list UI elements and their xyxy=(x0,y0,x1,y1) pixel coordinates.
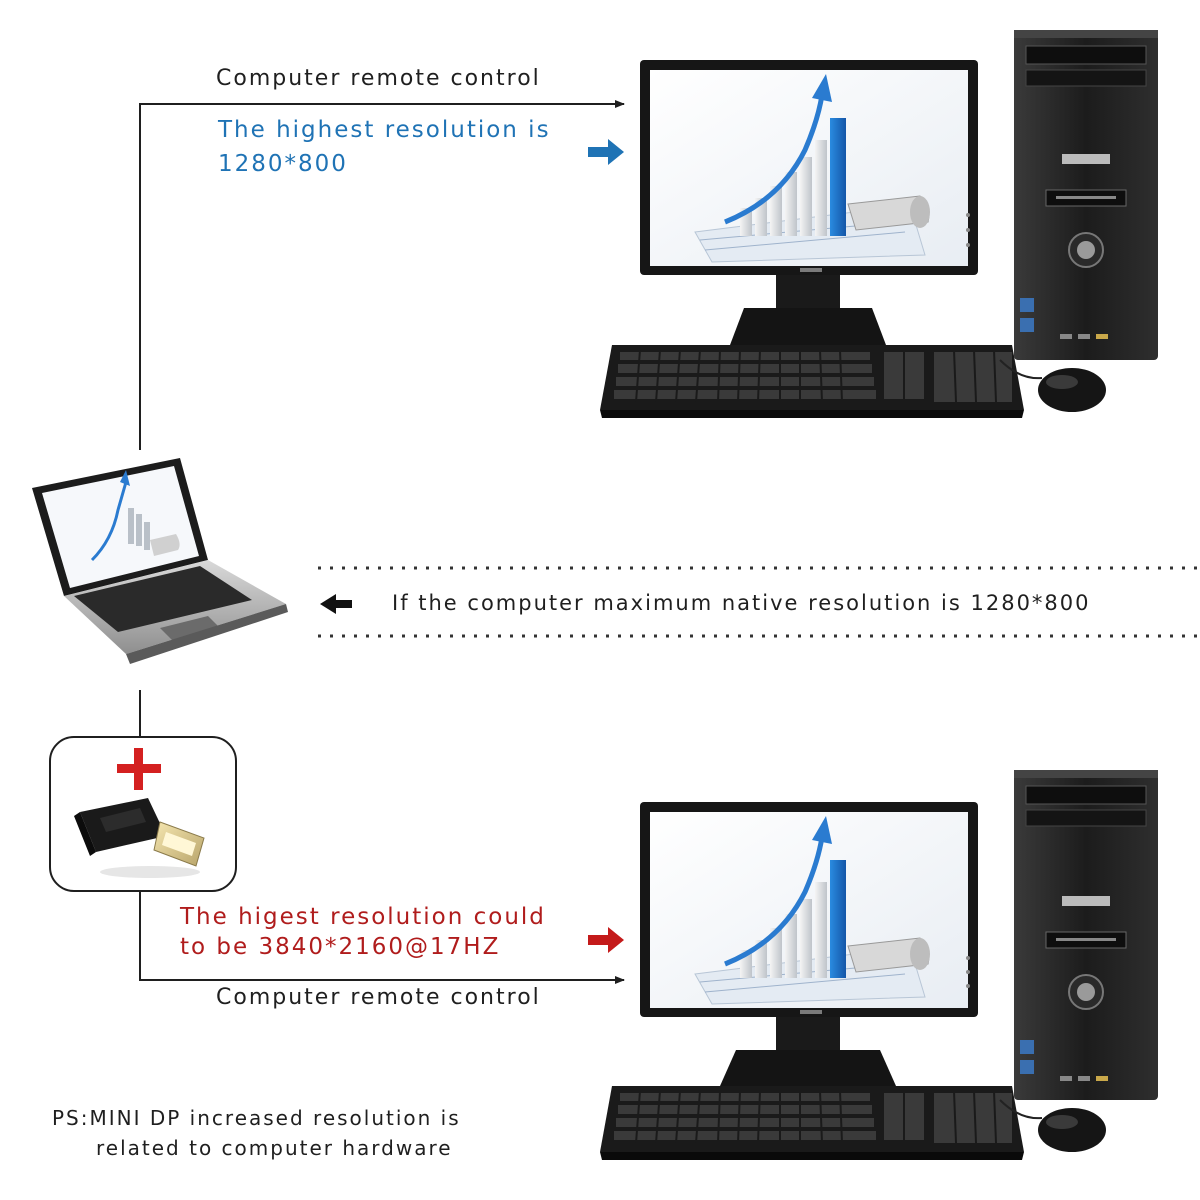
mini-dp-adapter-box xyxy=(49,736,237,892)
keyboard-icon xyxy=(600,345,1024,418)
mouse-icon xyxy=(999,359,1106,412)
keyboard-icon xyxy=(600,1086,1024,1160)
bottom-connection-label: Computer remote control xyxy=(216,985,541,1010)
mouse-icon xyxy=(999,1099,1106,1152)
screen-chart-graphic xyxy=(694,74,930,263)
connector-lines xyxy=(139,100,625,984)
screen-chart-graphic xyxy=(694,816,930,1005)
pc-tower-icon xyxy=(1014,770,1158,1100)
desktop-monitor-icon xyxy=(640,802,978,1017)
arrow-right-icon xyxy=(588,139,624,165)
top-resolution-line-1: The highest resolution is xyxy=(218,117,551,143)
arrow-right-icon xyxy=(588,927,624,953)
middle-note: If the computer maximum native resolutio… xyxy=(392,591,1091,615)
mini-dp-adapter-icon xyxy=(74,798,205,878)
laptop-icon xyxy=(32,458,288,664)
footnote-line-1: PS:MINI DP increased resolution is xyxy=(52,1106,461,1130)
pc-tower-icon xyxy=(1014,30,1158,360)
bottom-resolution-line-1: The higest resolution could xyxy=(180,904,546,930)
monitor-stand xyxy=(720,1012,896,1086)
top-resolution-line-2: 1280*800 xyxy=(218,151,348,177)
top-connection-label: Computer remote control xyxy=(216,66,541,91)
monitor-stand xyxy=(730,270,886,345)
footnote-line-2: related to computer hardware xyxy=(96,1136,453,1160)
top-connector-line xyxy=(139,100,625,450)
desktop-monitor-icon xyxy=(640,60,978,275)
arrow-left-icon xyxy=(320,594,352,614)
top-desktop-computer xyxy=(600,30,1158,418)
bottom-connector-line xyxy=(139,892,625,984)
plus-icon xyxy=(117,748,161,790)
bottom-resolution-line-2: to be 3840*2160@17HZ xyxy=(180,934,501,960)
bottom-desktop-computer xyxy=(600,770,1158,1160)
